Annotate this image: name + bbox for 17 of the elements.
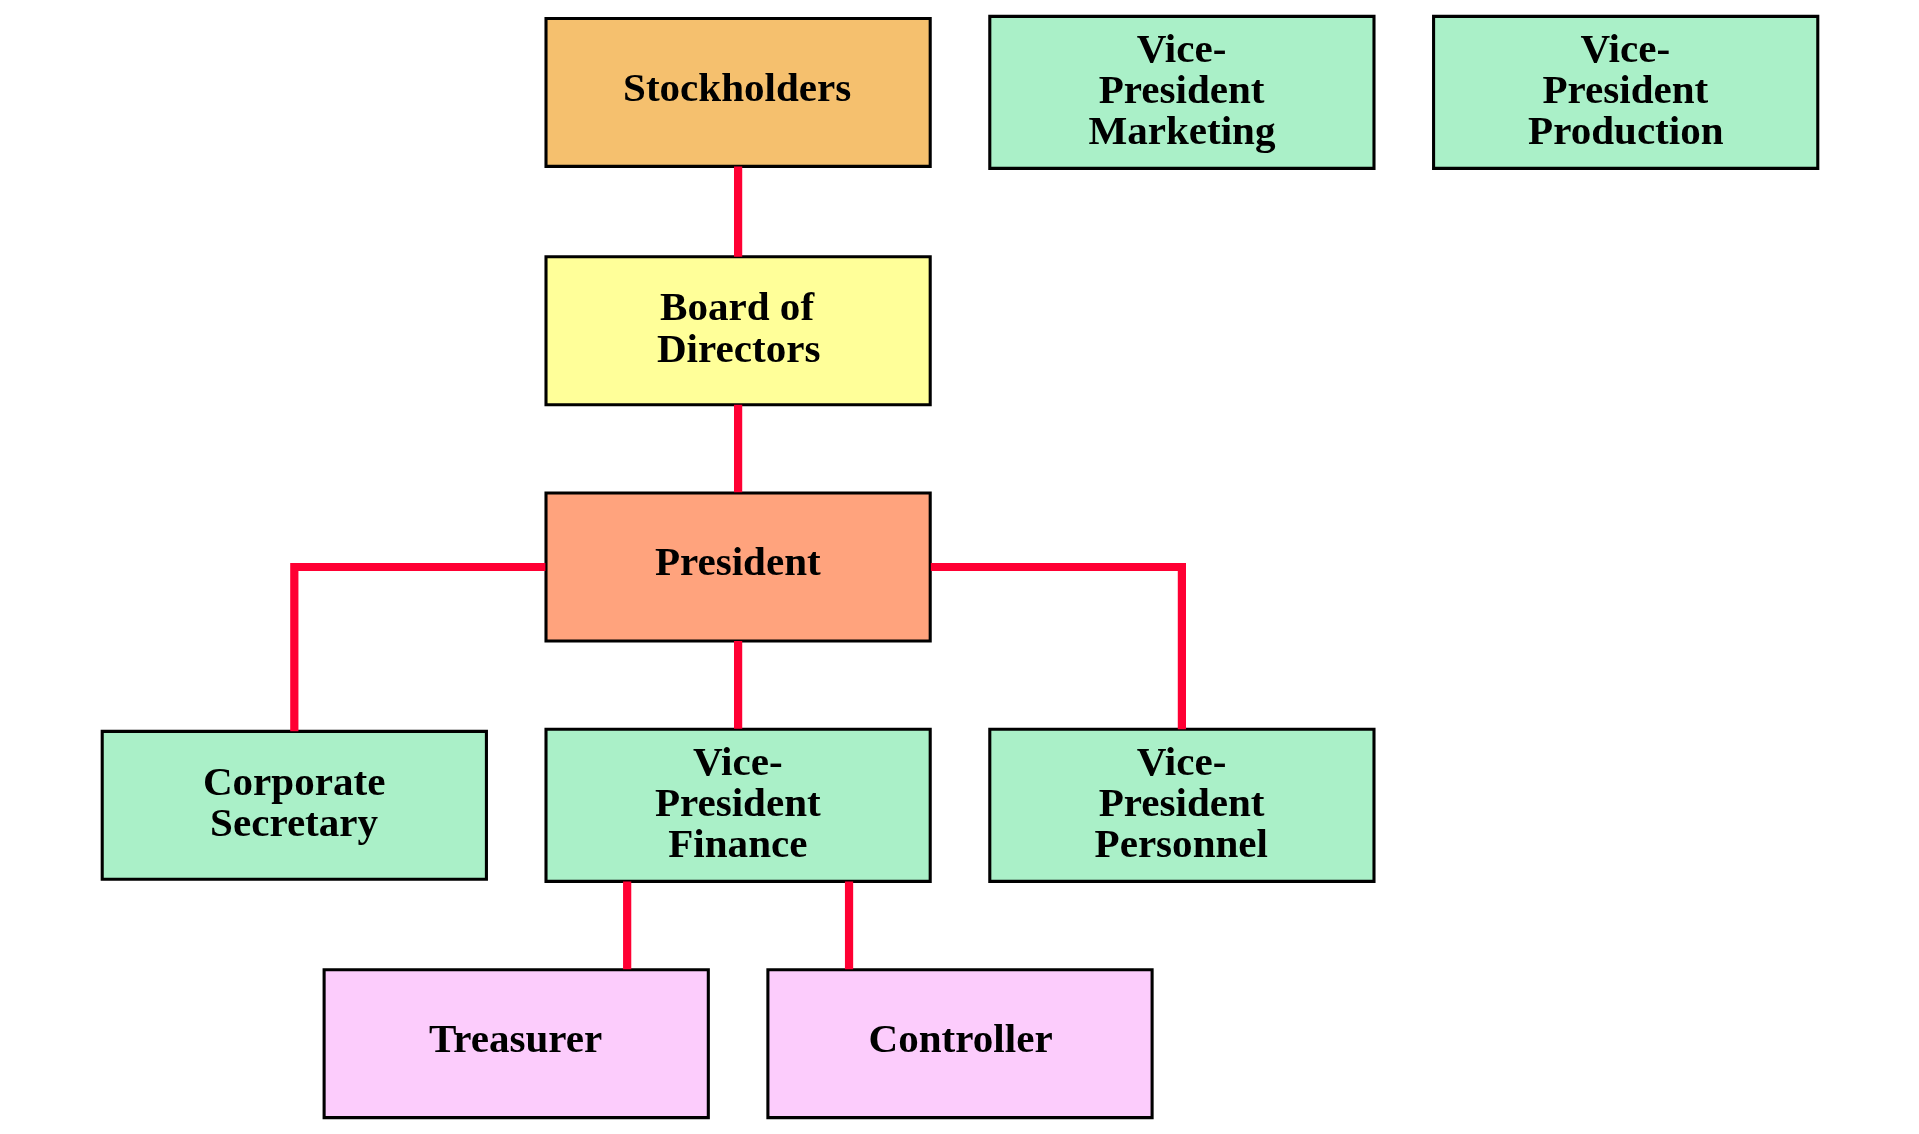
node-box: Vice- President Production [1431,14,1819,170]
node-box: Stockholders [543,16,932,168]
connector [733,641,742,729]
node-box: Vice- President Finance [543,727,932,883]
node-box: Controller [765,968,1154,1120]
connector [289,562,545,732]
node-box: Corporate Secretary [100,729,488,881]
node-box: Treasurer [322,968,710,1120]
node-box: Vice- President Personnel [987,727,1376,883]
connector [844,881,853,970]
node-box: Board of Directors [543,255,932,407]
connector [733,404,742,493]
connector [733,166,742,257]
connector [622,881,631,970]
connector [930,562,1186,730]
node-box: President [543,491,932,643]
node-box: Vice- President Marketing [987,14,1376,170]
